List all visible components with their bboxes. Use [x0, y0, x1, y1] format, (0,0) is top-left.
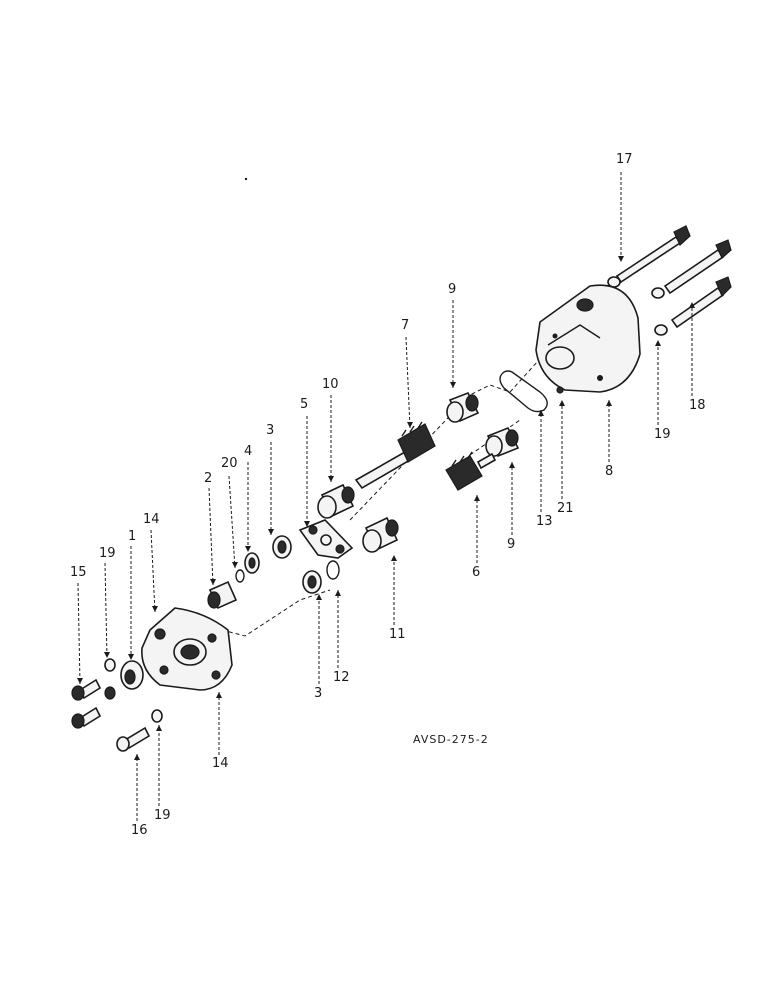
leader-arrowhead [655, 340, 661, 346]
front-cover [141, 607, 233, 691]
bearing-plate [298, 519, 354, 559]
callout-7: 7 [401, 318, 409, 333]
bearing-lower [362, 516, 399, 553]
washer-lower-hole [307, 575, 317, 589]
callout-3-lower: 3 [314, 686, 322, 701]
leader-arrowhead [316, 594, 322, 600]
dowel-pin [556, 386, 564, 394]
bushing-lower [485, 426, 520, 458]
callout-11: 11 [389, 627, 406, 642]
leader-arrowhead [559, 400, 565, 406]
callout-9-lower: 9 [507, 537, 515, 552]
leader-arrowhead [474, 495, 480, 501]
front-seal [120, 660, 144, 690]
callout-19-upper: 19 [99, 546, 116, 561]
rear-pump-housing [535, 284, 641, 393]
callout-6: 6 [472, 565, 480, 580]
leader-line [228, 475, 236, 569]
callout-3-upper: 3 [266, 423, 274, 438]
leader-arrowhead [245, 546, 251, 552]
callout-14-lower: 14 [212, 756, 229, 771]
front-bushing [207, 580, 238, 610]
snap-ring [235, 569, 245, 583]
leader-line [405, 336, 411, 429]
print-speck [244, 177, 248, 181]
leader-arrowhead [128, 654, 134, 660]
lock-washer-c [151, 709, 163, 723]
callout-19-lower: 19 [154, 808, 171, 823]
leader-line [104, 562, 108, 659]
leader-arrowhead [216, 692, 222, 698]
leader-arrowhead [407, 422, 413, 428]
callout-12: 12 [333, 670, 350, 685]
seal-ring-hole [248, 557, 256, 569]
leader-arrowhead [156, 725, 162, 731]
callout-19-right: 19 [654, 427, 671, 442]
callout-13: 13 [536, 514, 553, 529]
long-bolt-upper [607, 225, 691, 288]
callout-16: 16 [131, 823, 148, 838]
callout-21: 21 [557, 501, 574, 516]
callout-labels: 17 9 7 10 5 3 4 20 2 14 1 19 15 18 19 8 … [70, 152, 706, 838]
callout-17: 17 [616, 152, 633, 167]
callout-4: 4 [244, 444, 252, 459]
callout-1: 1 [128, 529, 136, 544]
cap-screw-upper [71, 678, 102, 701]
leader-arrowhead [606, 400, 612, 406]
leader-arrowhead [268, 529, 274, 535]
leader-arrowhead [134, 754, 140, 760]
callout-2: 2 [204, 471, 212, 486]
leader-arrowhead [391, 555, 397, 561]
cap-screw-middle [71, 706, 102, 729]
leader-arrowhead [104, 652, 110, 658]
callout-20: 20 [221, 456, 238, 471]
callout-10: 10 [322, 377, 339, 392]
leader-arrowhead [618, 256, 624, 262]
washer-upper-hole [277, 540, 287, 554]
leader-line [208, 487, 214, 586]
leader-arrowhead [689, 302, 695, 308]
leader-arrowhead [450, 382, 456, 388]
housing-gasket [499, 370, 548, 413]
bearing-upper [317, 483, 355, 519]
callout-5: 5 [300, 397, 308, 412]
leader-arrows [77, 172, 695, 821]
leader-arrowhead [77, 678, 83, 684]
leader-arrowhead [304, 521, 310, 527]
callout-8: 8 [605, 464, 613, 479]
bushing-upper [446, 391, 480, 423]
leader-arrowhead [538, 410, 544, 416]
leader-arrowhead [328, 476, 334, 482]
lock-washer-b [104, 686, 116, 700]
callout-9-upper: 9 [448, 282, 456, 297]
callout-15: 15 [70, 565, 87, 580]
long-bolt-middle [651, 239, 732, 299]
drive-shaft-gear [354, 421, 436, 490]
driven-gear [445, 451, 497, 491]
leader-arrowhead [335, 590, 341, 596]
leader-arrowhead [152, 606, 158, 612]
cap-screw-lower [116, 726, 151, 752]
lock-washer-a [104, 658, 116, 672]
leader-line [77, 582, 81, 685]
o-ring [326, 560, 340, 580]
leader-arrowhead [509, 462, 515, 468]
drawing-reference-code: AVSD-275-2 [413, 733, 489, 746]
leader-arrowhead [232, 562, 238, 568]
long-bolt-lower [654, 276, 732, 336]
callout-18: 18 [689, 398, 706, 413]
leader-line [150, 529, 156, 613]
leader-arrowhead [210, 579, 216, 585]
callout-14-upper: 14 [143, 512, 160, 527]
